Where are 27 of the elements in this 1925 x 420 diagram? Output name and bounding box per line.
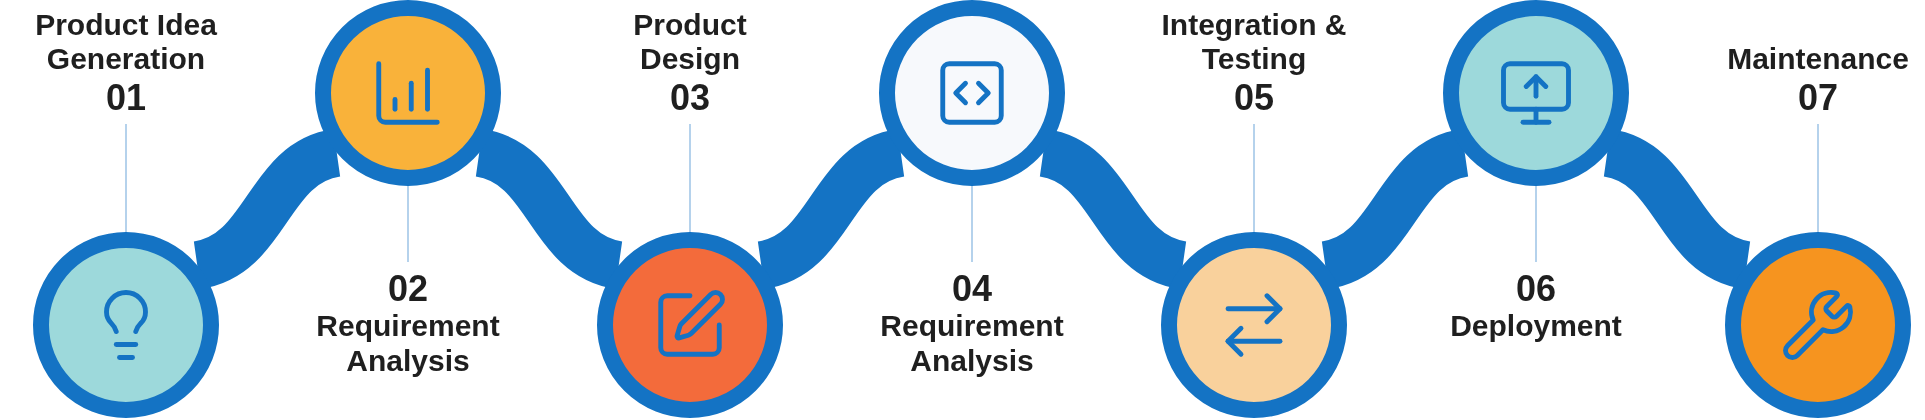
leader-line	[407, 185, 409, 263]
leader-line	[1253, 123, 1255, 233]
step-title: Deployment	[1450, 309, 1622, 344]
connector-band	[473, 129, 625, 289]
step-title: Product Design	[632, 7, 748, 77]
connector-band	[1601, 129, 1753, 289]
connector-band	[1319, 129, 1471, 289]
step-title: Requirement Analysis	[315, 309, 501, 379]
step-number: 01	[105, 76, 146, 118]
leader-line	[125, 123, 127, 233]
step-number: 05	[1233, 76, 1274, 118]
leader-line	[971, 185, 973, 263]
step-number: 02	[387, 268, 428, 310]
leader-line	[1535, 185, 1537, 263]
step-title: Integration & Testing	[1160, 7, 1348, 77]
connector-band	[1037, 129, 1189, 289]
leader-line	[689, 123, 691, 233]
step-number: 03	[669, 76, 710, 118]
step-number: 07	[1797, 76, 1838, 118]
step-number: 06	[1515, 268, 1556, 310]
step-title: Requirement Analysis	[879, 309, 1065, 379]
connector-band	[755, 129, 907, 289]
step-title: Maintenance	[1727, 42, 1909, 77]
leader-line	[1817, 123, 1819, 233]
connector-band	[191, 129, 343, 289]
step-title: Product Idea Generation	[34, 7, 218, 77]
step-number: 04	[951, 268, 992, 310]
